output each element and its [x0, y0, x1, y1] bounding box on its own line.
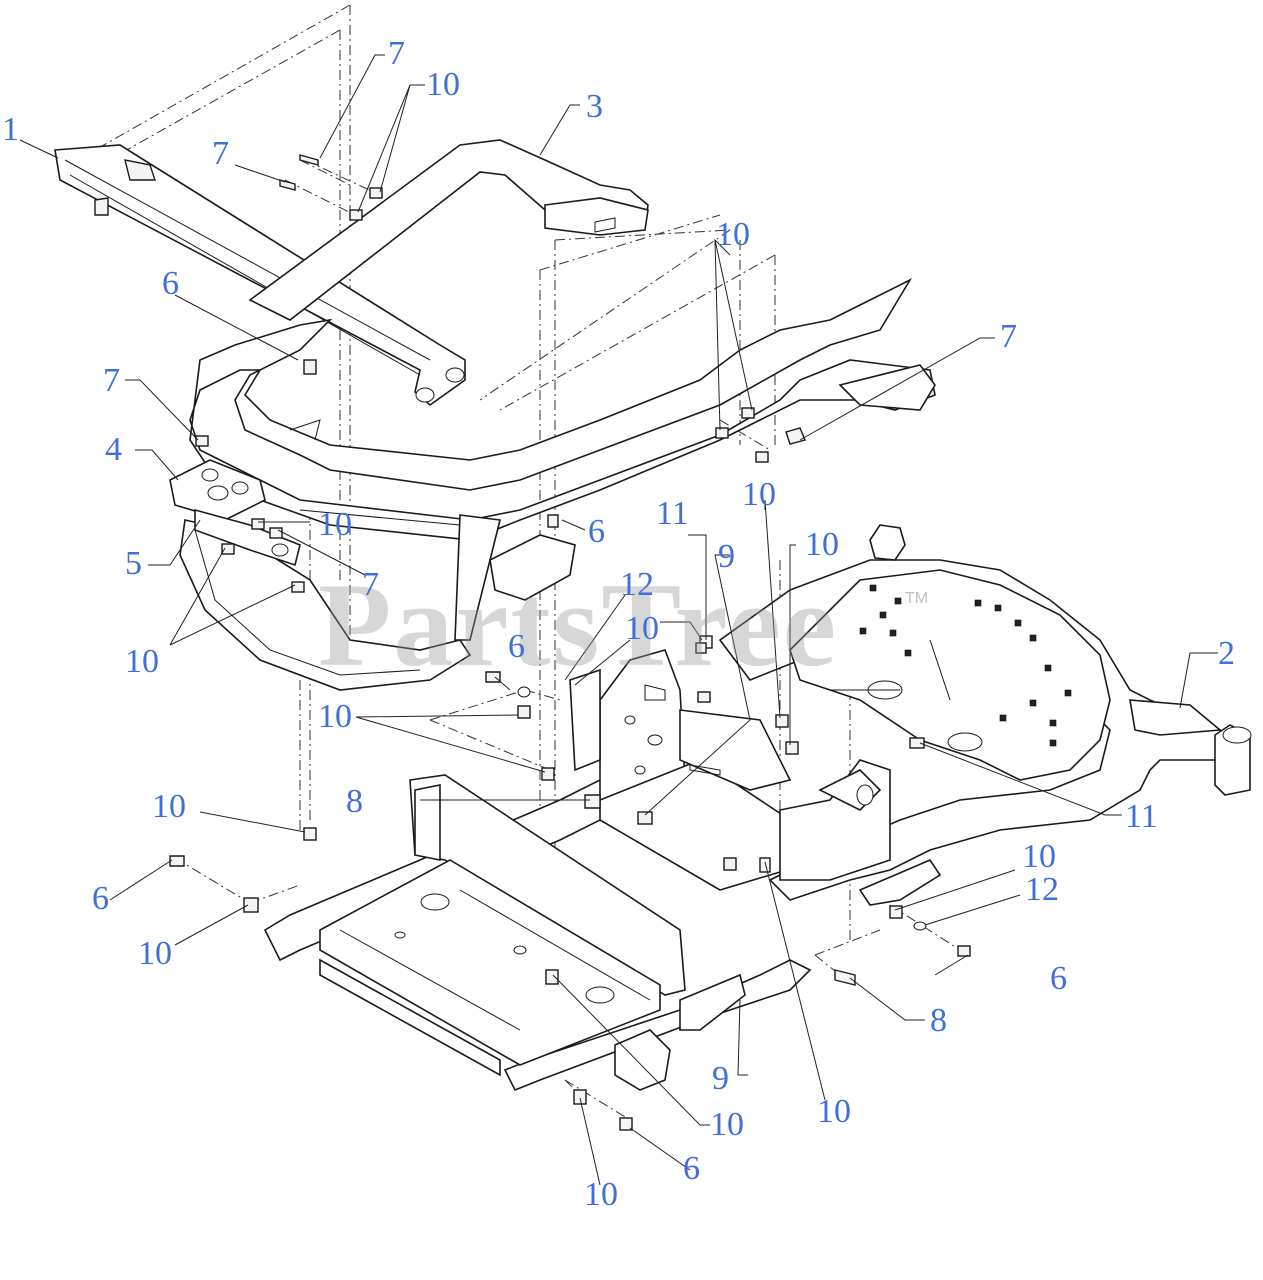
bolt-icon	[303, 359, 317, 375]
bolt-icon	[619, 1117, 633, 1131]
callout-6[interactable]: 6	[92, 880, 109, 917]
callout-2[interactable]: 2	[1218, 635, 1235, 672]
callout-10[interactable]: 10	[625, 610, 659, 647]
washer-icon	[913, 921, 927, 931]
front-bar-part-1	[54, 144, 466, 407]
callout-6[interactable]: 6	[508, 628, 525, 665]
callout-8[interactable]: 8	[930, 1002, 947, 1039]
callout-7[interactable]: 7	[362, 566, 379, 603]
bolt-icon	[957, 945, 971, 957]
bolt-icon	[299, 154, 319, 166]
bolt-icon	[169, 855, 185, 867]
nut-icon	[303, 827, 317, 841]
callout-10[interactable]: 10	[426, 66, 460, 103]
nut-icon	[517, 705, 531, 719]
callout-1[interactable]: 1	[2, 111, 19, 148]
trademark-mark: TM	[905, 590, 929, 607]
callout-11[interactable]: 11	[1125, 798, 1158, 835]
fasteners	[169, 154, 971, 1131]
callout-7[interactable]: 7	[1000, 318, 1017, 355]
nut-icon	[221, 543, 235, 555]
nut-icon	[637, 811, 653, 825]
nut-icon	[573, 1089, 587, 1105]
partstree-watermark: PartsTree	[318, 558, 838, 691]
callout-11[interactable]: 11	[656, 495, 689, 532]
callout-8[interactable]: 8	[346, 783, 363, 820]
washer-icon	[517, 686, 531, 698]
callout-10[interactable]: 10	[125, 643, 159, 680]
callout-10[interactable]: 10	[716, 216, 750, 253]
bolt-icon	[909, 737, 925, 749]
callout-4[interactable]: 4	[105, 431, 122, 468]
bolt-icon	[834, 969, 856, 986]
nut-icon	[785, 741, 799, 755]
nut-icon	[541, 767, 555, 781]
callout-3[interactable]: 3	[586, 88, 603, 125]
nut-icon	[759, 857, 771, 873]
callout-7[interactable]: 7	[212, 135, 229, 172]
nut-icon	[695, 642, 707, 654]
nut-icon	[723, 857, 737, 871]
nut-icon	[715, 427, 729, 439]
nut-icon	[291, 581, 305, 593]
nut-icon	[243, 897, 259, 913]
bolt-icon	[279, 179, 296, 191]
callout-10[interactable]: 10	[152, 788, 186, 825]
callout-7[interactable]: 7	[103, 362, 120, 399]
bolt-icon	[485, 671, 501, 683]
lower-front-hoop	[179, 519, 472, 691]
nut-icon	[741, 407, 755, 419]
callout-10[interactable]: 10	[1022, 838, 1056, 875]
bolt-icon	[785, 427, 806, 445]
bolt-icon	[547, 514, 559, 528]
callout-5[interactable]: 5	[125, 545, 142, 582]
nut-icon	[349, 209, 363, 221]
bracket-part-4	[169, 459, 266, 521]
rear-frame-part-2	[718, 524, 1252, 901]
bracket-part-5	[194, 508, 301, 567]
callout-10[interactable]: 10	[805, 526, 839, 563]
seat-frame	[189, 278, 936, 641]
roll-bar-part-3	[248, 139, 649, 321]
callout-10[interactable]: 10	[742, 476, 776, 513]
callout-10[interactable]: 10	[817, 1093, 851, 1130]
seat-plate-slots	[859, 584, 1072, 747]
callout-10[interactable]: 10	[318, 698, 352, 735]
nut-icon	[755, 451, 769, 463]
callout-10[interactable]: 10	[318, 506, 352, 543]
nut-icon	[251, 518, 265, 530]
callout-12[interactable]: 12	[1025, 871, 1059, 908]
nut-icon	[195, 435, 209, 447]
callout-10[interactable]: 10	[138, 935, 172, 972]
callout-7[interactable]: 7	[388, 35, 405, 72]
callout-9[interactable]: 9	[712, 1060, 729, 1097]
callout-6[interactable]: 6	[1050, 960, 1067, 997]
callout-6[interactable]: 6	[588, 513, 605, 550]
callout-12[interactable]: 12	[620, 566, 654, 603]
callout-6[interactable]: 6	[162, 265, 179, 302]
nut-icon	[369, 187, 383, 199]
callout-10[interactable]: 10	[710, 1106, 744, 1143]
callout-10[interactable]: 10	[584, 1176, 618, 1213]
bolt-icon	[584, 794, 601, 809]
leader-lines	[19, 54, 1218, 1186]
nut-icon	[269, 527, 283, 539]
nut-icon	[775, 714, 789, 728]
callout-6[interactable]: 6	[683, 1150, 700, 1187]
nut-icon	[697, 691, 711, 703]
callout-9[interactable]: 9	[718, 538, 735, 575]
nut-icon	[545, 969, 559, 985]
